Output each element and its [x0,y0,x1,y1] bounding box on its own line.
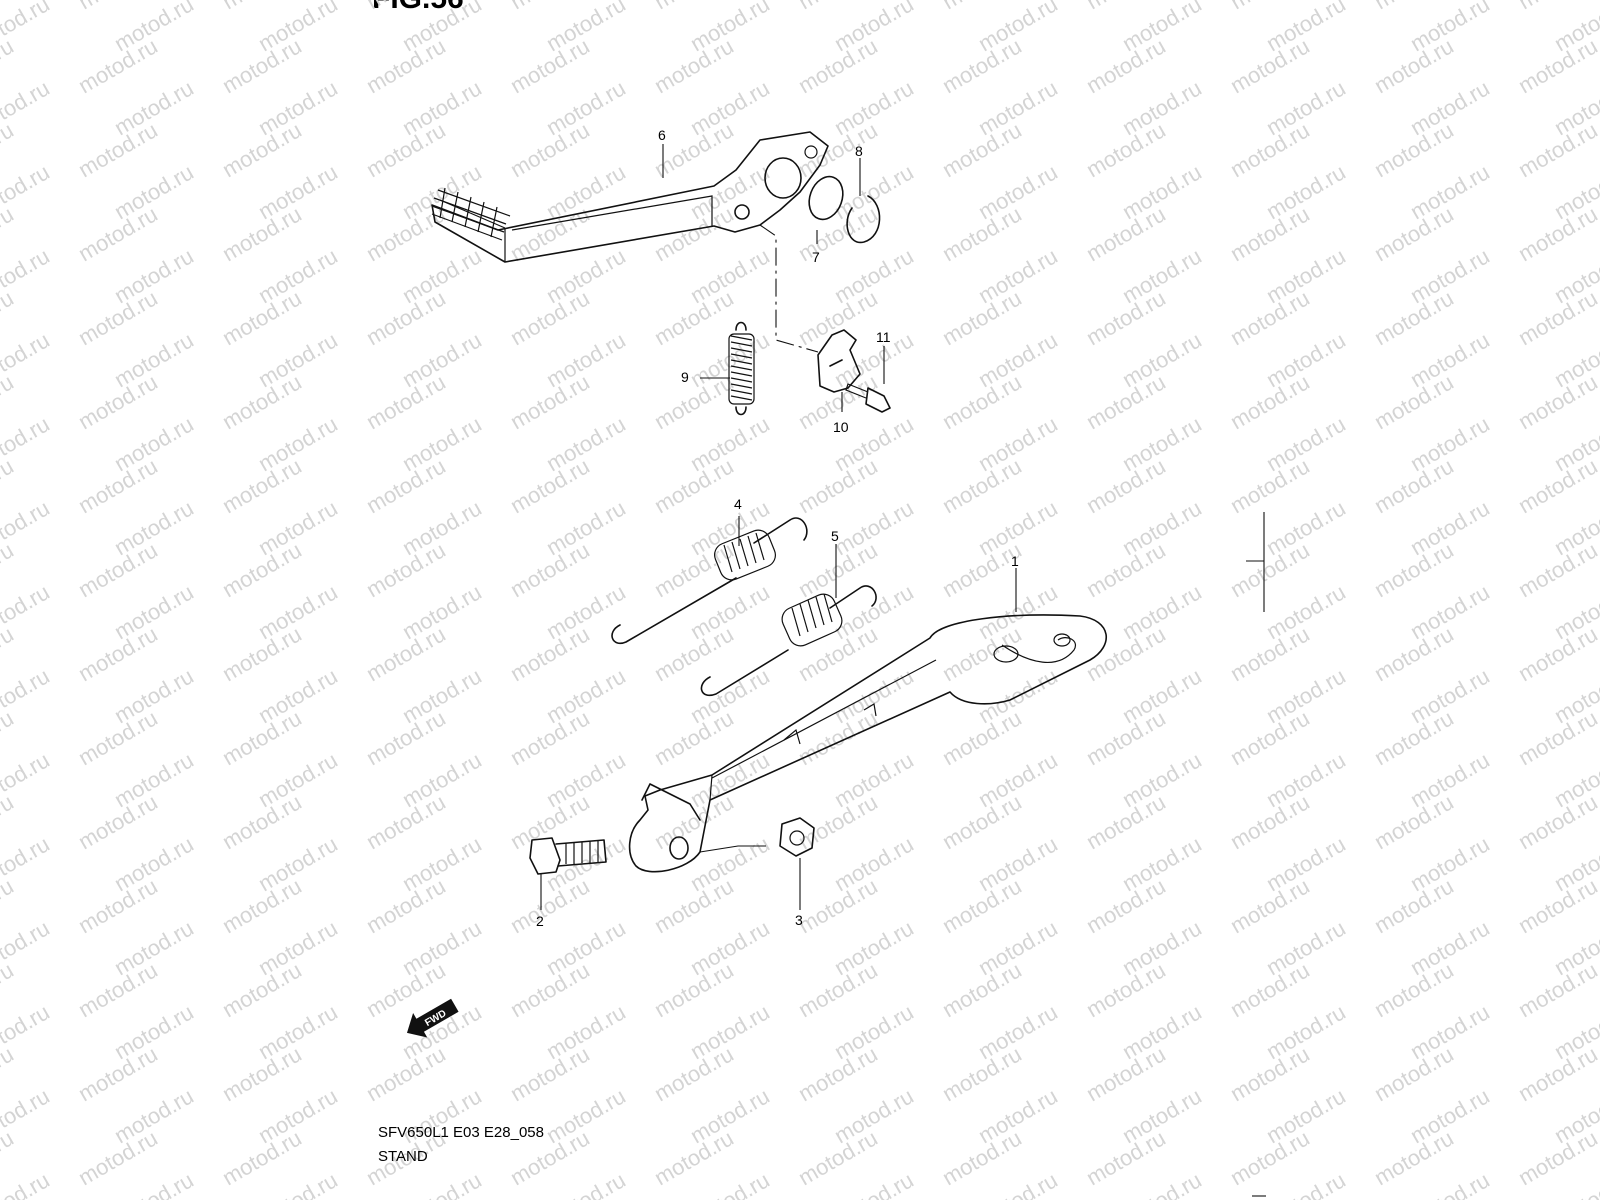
stand-spring-a [611,517,808,645]
watermark-text: motod.ru [0,1167,54,1200]
watermark-text: motod.ru [0,957,18,1022]
watermark-text: motod.ru [686,1167,774,1200]
callout-7: 7 [812,249,820,265]
callout-1: 1 [1011,553,1019,569]
callout-11: 11 [876,329,891,345]
side-stand [628,614,1107,873]
callout-6: 6 [658,127,666,143]
nut [779,817,815,857]
pedal-lever [431,131,829,263]
callout-10: 10 [833,419,849,435]
leader-lines [540,144,1265,910]
callout-labels: 1 2 3 4 5 6 7 8 9 10 11 [536,127,1019,929]
washer [808,175,844,221]
watermark-text: motod.ru [0,873,18,938]
watermark-text: motod.ru [0,201,18,266]
pivot-bolt [529,837,607,875]
watermark-text: motod.ru [0,285,18,350]
watermark-text: motod.ru [1406,1167,1494,1200]
callout-5: 5 [831,528,839,544]
callout-9: 9 [681,369,689,385]
watermark-text: motod.ru [0,117,18,182]
watermark-text: motod.ru [0,789,18,854]
section-title: STAND [378,1148,428,1165]
callout-4: 4 [734,496,742,512]
model-code: SFV650L1 E03 E28_058 [378,1124,544,1141]
watermark-text: motod.ru [0,33,18,98]
bolt [845,383,891,413]
watermark-text: motod.ru [1118,1167,1206,1200]
watermark-text: motod.ru [398,1167,486,1200]
watermark-text: motod.ru [830,1167,918,1200]
callout-2: 2 [536,913,544,929]
watermark-text: motod.ru [0,537,18,602]
watermark-text: motod.ru [0,453,18,518]
pedal-tread [431,187,511,241]
watermark-text: motod.ru [542,1167,630,1200]
watermark-text: motod.ru [0,621,18,686]
figure-title: FIG.56 [372,0,464,16]
watermark-text: motod.ru [0,1041,18,1106]
watermark-text: motod.ru [0,369,18,434]
watermark-text: motod.ru [974,1167,1062,1200]
watermark-text: motod.ru [0,705,18,770]
bracket [817,329,861,393]
callout-8: 8 [855,143,863,159]
callout-3: 3 [795,912,803,928]
circlip [846,195,881,244]
watermark-text: motod.ru [0,1125,18,1190]
watermark-text: motod.ru [254,1167,342,1200]
return-spring [728,321,755,416]
stand-spring-b [700,585,877,697]
watermark-text: motod.ru [110,1167,198,1200]
watermark-text: motod.ru [1262,1167,1350,1200]
